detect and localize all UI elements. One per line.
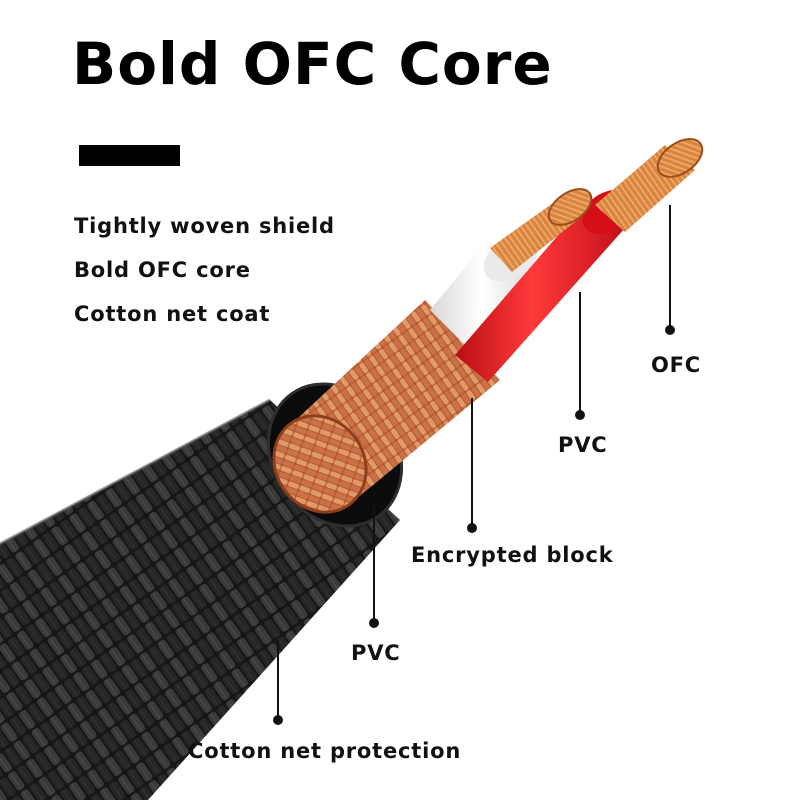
callout-pvc-inner: PVC xyxy=(558,433,608,457)
page-title: Bold OFC Core xyxy=(72,30,553,98)
ofc-copper-core-left xyxy=(490,188,593,272)
ofc-copper-core-right xyxy=(595,138,704,232)
copper-braid-shield xyxy=(272,300,500,514)
feature-list: Tightly woven shield Bold OFC core Cotto… xyxy=(74,208,335,340)
callout-encrypted-block: Encrypted block xyxy=(411,543,614,567)
feature-item: Bold OFC core xyxy=(74,258,251,282)
feature-item: Cotton net coat xyxy=(74,302,271,326)
callout-cotton-net-protection: Cotton net protection xyxy=(188,739,462,763)
callout-ofc: OFC xyxy=(651,353,702,377)
callout-leaders xyxy=(273,205,675,725)
title-underline-bar xyxy=(79,145,180,166)
callout-pvc-outer: PVC xyxy=(351,641,401,665)
feature-item: Tightly woven shield xyxy=(74,214,335,238)
